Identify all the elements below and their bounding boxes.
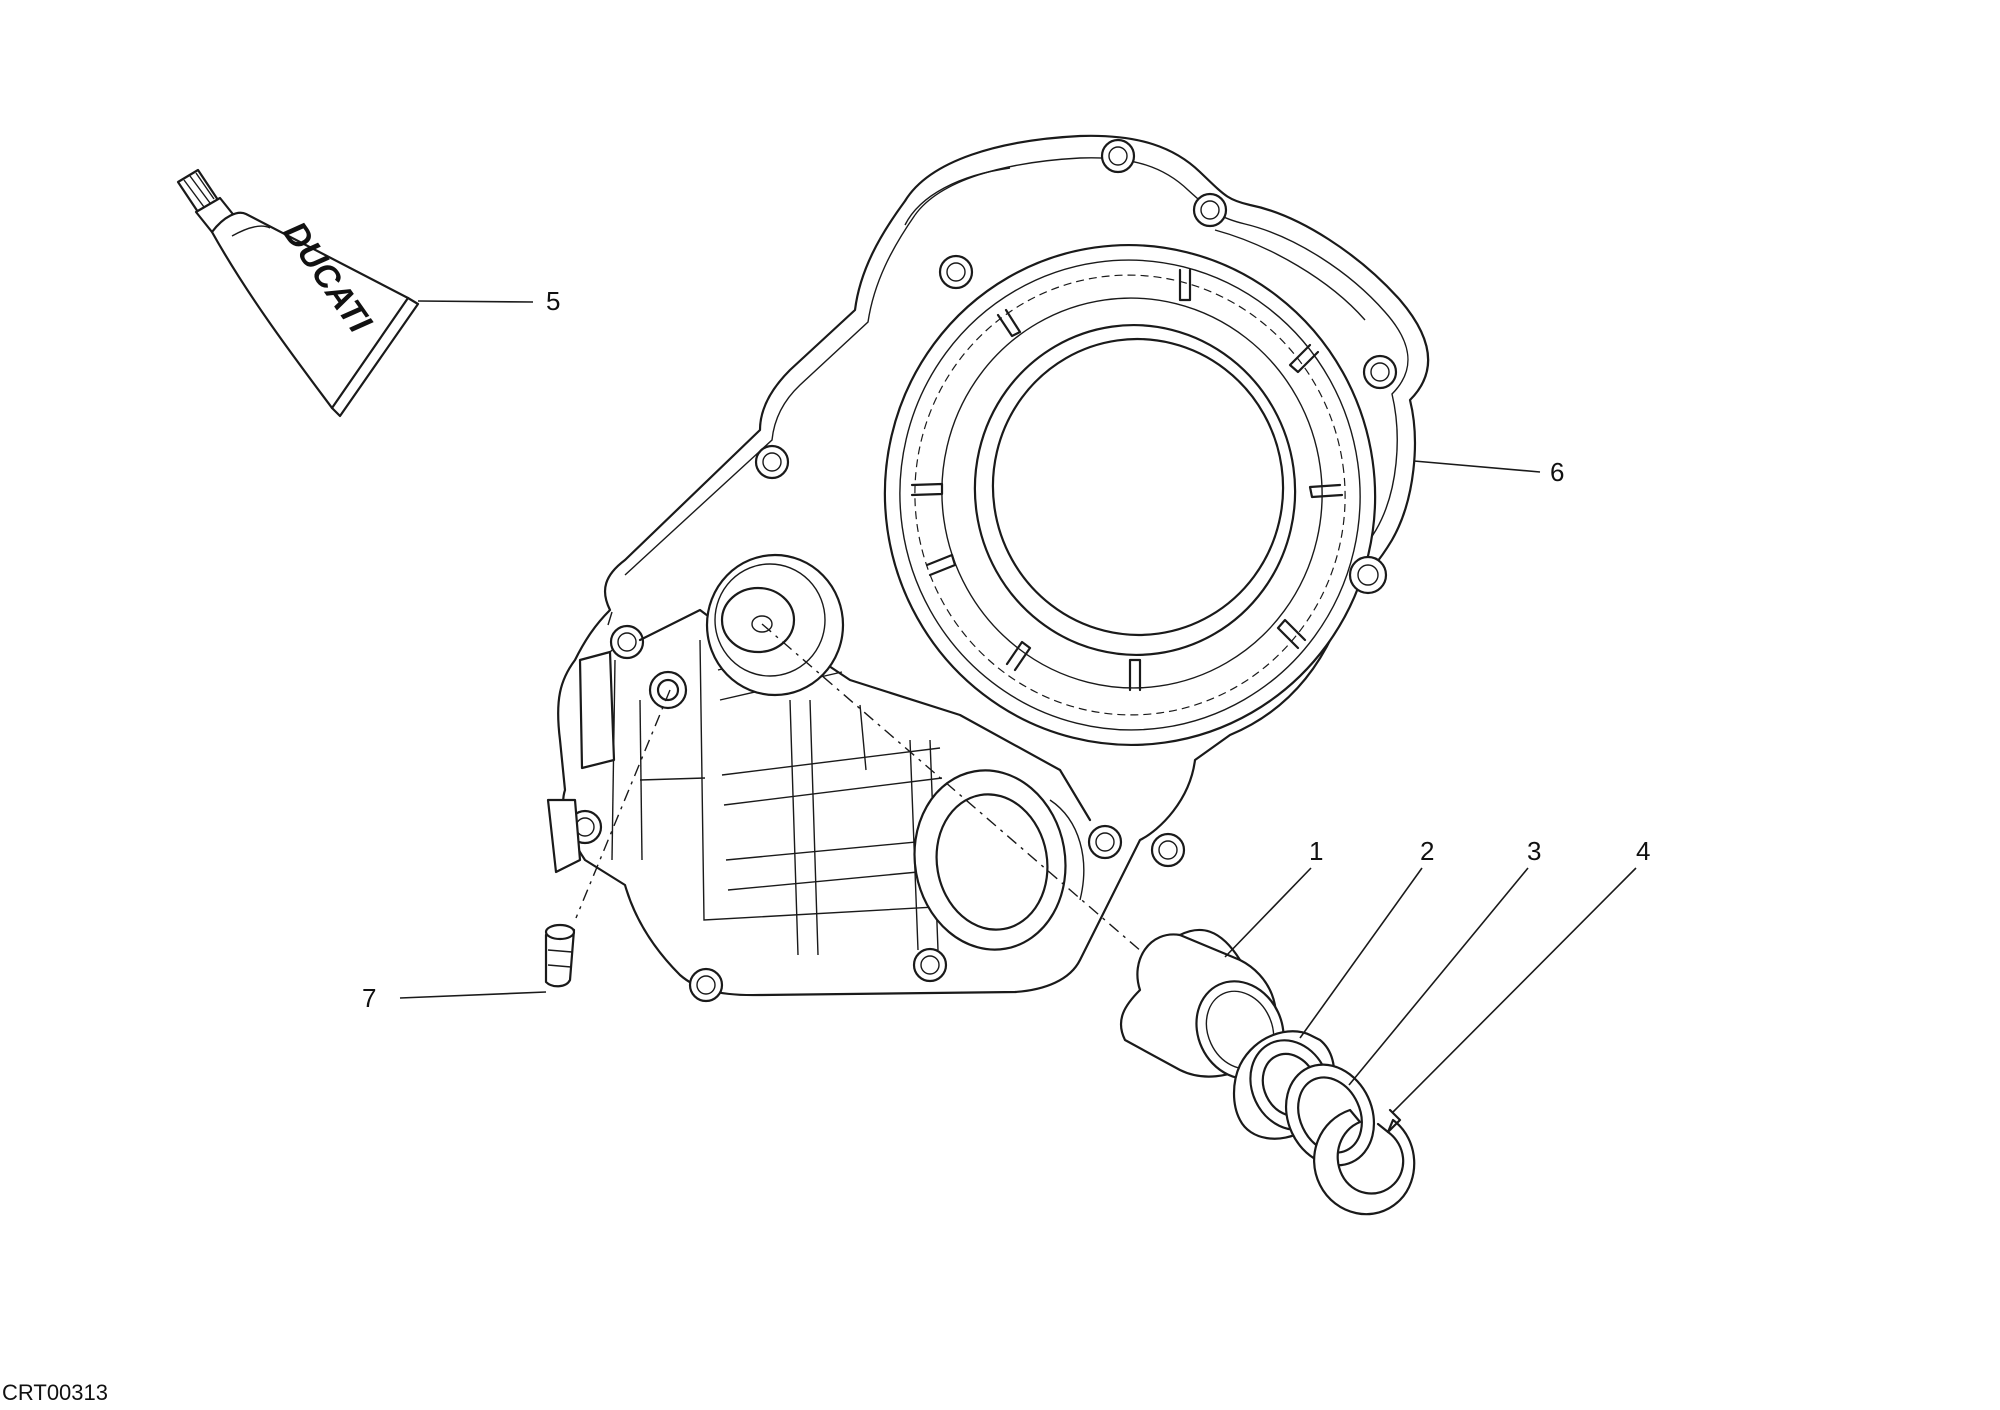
clutch-cover	[546, 134, 1430, 1003]
callout-5: 5	[546, 286, 560, 316]
callout-4: 4	[1636, 836, 1650, 866]
drawing-code: CRT00313	[2, 1380, 108, 1405]
leader-2	[1299, 867, 1423, 1039]
callout-7: 7	[362, 983, 376, 1013]
leader-3	[1348, 867, 1529, 1086]
leader-7	[399, 991, 547, 999]
sealant-tube: DUCATI	[176, 168, 420, 418]
circlip	[1313, 1108, 1416, 1216]
callout-1: 1	[1309, 836, 1323, 866]
leader-1	[1224, 867, 1312, 958]
dowel-pin	[544, 923, 576, 988]
callout-6: 6	[1550, 457, 1564, 487]
washer	[1284, 1063, 1376, 1167]
leader-5	[417, 300, 534, 303]
assembly-axis-line	[761, 623, 1143, 953]
leader-6	[1413, 460, 1541, 473]
callout-2: 2	[1420, 836, 1434, 866]
callout-3: 3	[1527, 836, 1541, 866]
leader-lines	[399, 300, 1637, 1113]
leader-4	[1392, 867, 1637, 1113]
